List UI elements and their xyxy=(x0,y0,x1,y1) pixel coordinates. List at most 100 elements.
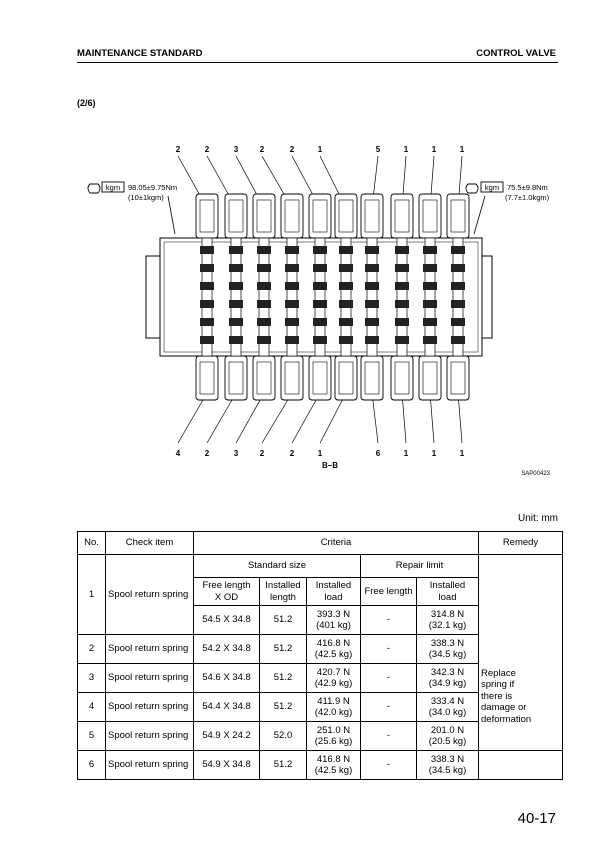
spool-land xyxy=(339,282,353,290)
spool-land xyxy=(257,336,271,344)
spring-top xyxy=(450,199,466,233)
bottom-callout-number: 1 xyxy=(318,449,323,458)
spring-top xyxy=(422,199,438,233)
callout-leader-line xyxy=(206,392,237,444)
spool-land xyxy=(451,336,465,344)
bottom-callout-number: 2 xyxy=(260,449,265,458)
spool-land xyxy=(229,246,243,254)
spool-land xyxy=(229,282,243,290)
bottom-callout-number: 1 xyxy=(432,449,437,458)
spool xyxy=(452,237,464,357)
header-left-title: MAINTENANCE STANDARD xyxy=(77,48,203,59)
spring-cap-bottom xyxy=(360,355,384,401)
installed-length-cell: 51.2 xyxy=(259,663,307,693)
remedy-line: spring if xyxy=(481,679,515,691)
spring-cap-top xyxy=(418,193,442,239)
spool-column xyxy=(390,193,414,401)
free-length-cell: - xyxy=(360,721,417,751)
top-callout-number: 1 xyxy=(432,145,437,154)
spool-land xyxy=(229,336,243,344)
spring-cap-top xyxy=(360,193,384,239)
spring-cap-bottom xyxy=(418,355,442,401)
installed-load-cell: 416.8 N(42.5 kg) xyxy=(306,634,361,664)
right-torque-unit: kgm xyxy=(485,183,499,192)
left-torque-unit: kgm xyxy=(106,183,120,192)
spool-land xyxy=(339,318,353,326)
spool-land xyxy=(200,336,214,344)
installed-length-cell: 51.2 xyxy=(259,692,307,722)
callout-leader-line xyxy=(457,392,463,444)
spring-top xyxy=(338,199,354,233)
top-callout-number: 1 xyxy=(404,145,409,154)
spool-land xyxy=(423,318,437,326)
spring-top xyxy=(199,199,215,233)
spring-top xyxy=(228,199,244,233)
top-callout-number: 2 xyxy=(260,145,265,154)
right-torque-marker: kgm 75.5±9.8Nm (7.7±1.0kgm) xyxy=(465,181,550,235)
check-item-cell: Spool return spring xyxy=(105,721,194,751)
spool-columns xyxy=(195,193,470,401)
spool-land xyxy=(313,264,327,272)
spool-land xyxy=(313,300,327,308)
spool-land xyxy=(365,282,379,290)
row-no: 5 xyxy=(77,721,106,751)
spring-cap-bottom xyxy=(334,355,358,401)
spool xyxy=(201,237,213,357)
spring-bottom xyxy=(312,361,328,395)
spool-land xyxy=(200,246,214,254)
remedy-line: there is xyxy=(481,690,513,702)
col-header-criteria: Criteria xyxy=(193,531,479,555)
check-item-cell: Spool return spring xyxy=(105,663,194,693)
callout-leader-line xyxy=(291,392,321,444)
top-callout-number: 2 xyxy=(205,145,210,154)
left-torque-marker: kgm 98.05±9.75Nm (10±1kgm) xyxy=(87,181,177,235)
free-length-cell: - xyxy=(360,663,417,693)
repair-load-cell: 342.3 N(34.9 kg) xyxy=(416,663,479,693)
spring-cap-bottom xyxy=(446,355,470,401)
installed-load-cell: 393.3 N(401 kg) xyxy=(306,605,361,635)
spring-top xyxy=(284,199,300,233)
header-rule xyxy=(77,62,558,63)
bottom-callout-number: 4 xyxy=(176,449,181,458)
spool-land xyxy=(451,282,465,290)
spring-cap-top xyxy=(280,193,304,239)
spring-cap-bottom xyxy=(224,355,248,401)
spool-land xyxy=(451,318,465,326)
size-cell: 54.5 X 34.8 xyxy=(193,605,260,635)
installed-length-cell: 51.2 xyxy=(259,605,307,635)
col-header-check-item: Check item xyxy=(105,531,194,555)
spool-land xyxy=(285,282,299,290)
spool-land xyxy=(423,300,437,308)
spool-land xyxy=(285,246,299,254)
spring-top xyxy=(364,199,380,233)
spring-bottom xyxy=(256,361,272,395)
spool-land xyxy=(365,318,379,326)
spring-cap-top xyxy=(334,193,358,239)
spool-land xyxy=(257,300,271,308)
spool xyxy=(230,237,242,357)
installed-load-cell: 416.8 N(42.5 kg) xyxy=(306,750,361,780)
spool-land xyxy=(229,318,243,326)
spring-bottom xyxy=(364,361,380,395)
spool-land xyxy=(365,300,379,308)
spool-column xyxy=(195,193,219,401)
callout-leader-line xyxy=(371,392,379,444)
callout-leader-line xyxy=(177,392,208,444)
remedy-line: Replace xyxy=(481,668,516,680)
spool-land xyxy=(285,264,299,272)
spool-column xyxy=(446,193,470,401)
spring-bottom xyxy=(199,361,215,395)
repair-load-cell: 338.3 N(34.5 kg) xyxy=(416,750,479,780)
spool-land xyxy=(423,282,437,290)
callout-leader-line xyxy=(235,392,265,444)
size-cell: 54.9 X 34.8 xyxy=(193,750,260,780)
spring-bottom xyxy=(228,361,244,395)
spool-land xyxy=(423,246,437,254)
spool-land xyxy=(313,318,327,326)
bottom-callout-number: 2 xyxy=(290,449,295,458)
top-callout-number: 2 xyxy=(176,145,181,154)
left-torque-sub: (10±1kgm) xyxy=(128,193,164,202)
spring-cap-bottom xyxy=(195,355,219,401)
